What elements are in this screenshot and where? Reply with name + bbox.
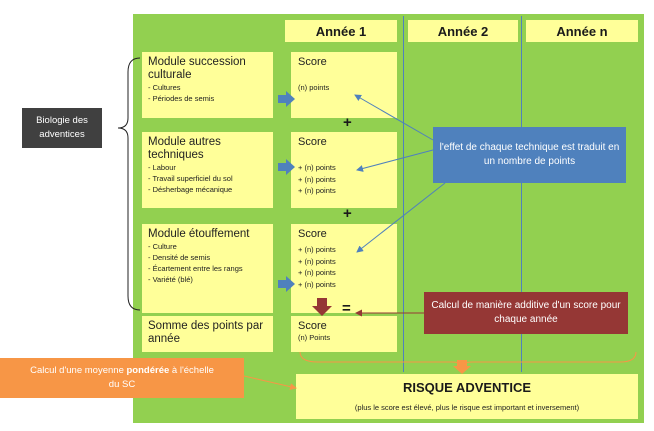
equals-sign: =: [342, 300, 351, 317]
callout-suffix: à l'échelle du SC: [108, 365, 214, 390]
header-year-n: Année n: [526, 20, 638, 42]
score-box-2: Score + (n) points + (n) points + (n) po…: [291, 132, 397, 208]
callout-additive: Calcul de manière additive d'un score po…: [424, 292, 628, 334]
risk-title: RISQUE ADVENTICE: [402, 380, 532, 395]
module-etouffement-item: - Densité de semis: [148, 253, 211, 262]
points-line: + (n) points: [298, 279, 336, 289]
module-techniques-title: Module autres techniques: [148, 136, 221, 161]
module-etouffement-title: Module étouffement: [148, 228, 250, 240]
module-techniques-box: Module autres techniques - Labour - Trav…: [142, 132, 273, 208]
side-label-biologie: Biologie des adventices: [22, 108, 102, 148]
module-succession-title: Module succession culturale: [148, 56, 246, 81]
module-etouffement-item: - Écartement entre les rangs: [148, 264, 243, 273]
callout-weighted-average: Calcul d'une moyenne pondérée à l'échell…: [0, 358, 244, 398]
module-succession-item: - Périodes de semis: [148, 94, 215, 103]
bottom-brace: [299, 351, 637, 369]
pointer-line-orange: [243, 375, 297, 391]
score-label: Score: [298, 228, 327, 240]
module-techniques-item: - Désherbage mécanique: [148, 185, 233, 194]
module-succession-item: - Cultures: [148, 83, 181, 92]
module-etouffement-item: - Culture: [148, 242, 177, 251]
column-separator-1: [403, 16, 404, 372]
callout-bold-word: pondérée: [126, 365, 170, 376]
callout-points: l'effet de chaque technique est traduit …: [433, 127, 626, 183]
down-arrow-red: [312, 298, 332, 316]
points-line: + (n) points: [298, 163, 336, 172]
plus-sign: +: [343, 114, 352, 131]
module-etouffement-item: - Variété (blé): [148, 275, 193, 284]
block-arrow-2: [278, 159, 295, 175]
points-line: (n) points: [298, 83, 330, 92]
points-line: + (n) points: [298, 245, 336, 254]
pointer-line: [356, 149, 434, 172]
block-arrow-3: [278, 276, 295, 292]
module-techniques-item: - Travail superficiel du sol: [148, 174, 233, 183]
points-line: + (n) points: [298, 268, 336, 277]
points-line: (n) Points: [298, 333, 331, 342]
points-line: + (n) points: [298, 174, 336, 184]
header-year-1: Année 1: [285, 20, 397, 42]
block-arrow-1: [278, 91, 295, 107]
points-line: + (n) points: [298, 186, 336, 195]
plus-sign: +: [343, 205, 352, 222]
header-year-2: Année 2: [408, 20, 518, 42]
module-etouffement-box: Module étouffement - Culture - Densité d…: [142, 224, 273, 313]
column-separator-2: [521, 16, 522, 372]
score-label: Score: [298, 56, 327, 68]
score-box-sum: Score (n) Points: [291, 316, 397, 352]
callout-prefix: Calcul d'une moyenne: [30, 365, 127, 376]
risk-box: RISQUE ADVENTICE (plus le score est élev…: [296, 374, 638, 419]
pointer-line: [354, 94, 434, 141]
risk-subtitle: (plus le score est élevé, plus le risque…: [354, 403, 580, 412]
score-label: Score: [298, 136, 327, 148]
sum-box: Somme des points par année: [142, 316, 273, 352]
orange-down-arrow: [453, 360, 471, 374]
score-box-1: Score (n) points: [291, 52, 397, 118]
curly-brace: [117, 57, 141, 311]
pointer-line: [356, 182, 446, 253]
module-succession-box: Module succession culturale - Cultures -…: [142, 52, 273, 118]
score-label: Score: [298, 320, 327, 332]
points-line: + (n) points: [298, 256, 336, 266]
score-box-3: Score + (n) points + (n) points + (n) po…: [291, 224, 397, 313]
module-techniques-item: - Labour: [148, 163, 176, 172]
sum-title: Somme des points par année: [148, 320, 264, 345]
